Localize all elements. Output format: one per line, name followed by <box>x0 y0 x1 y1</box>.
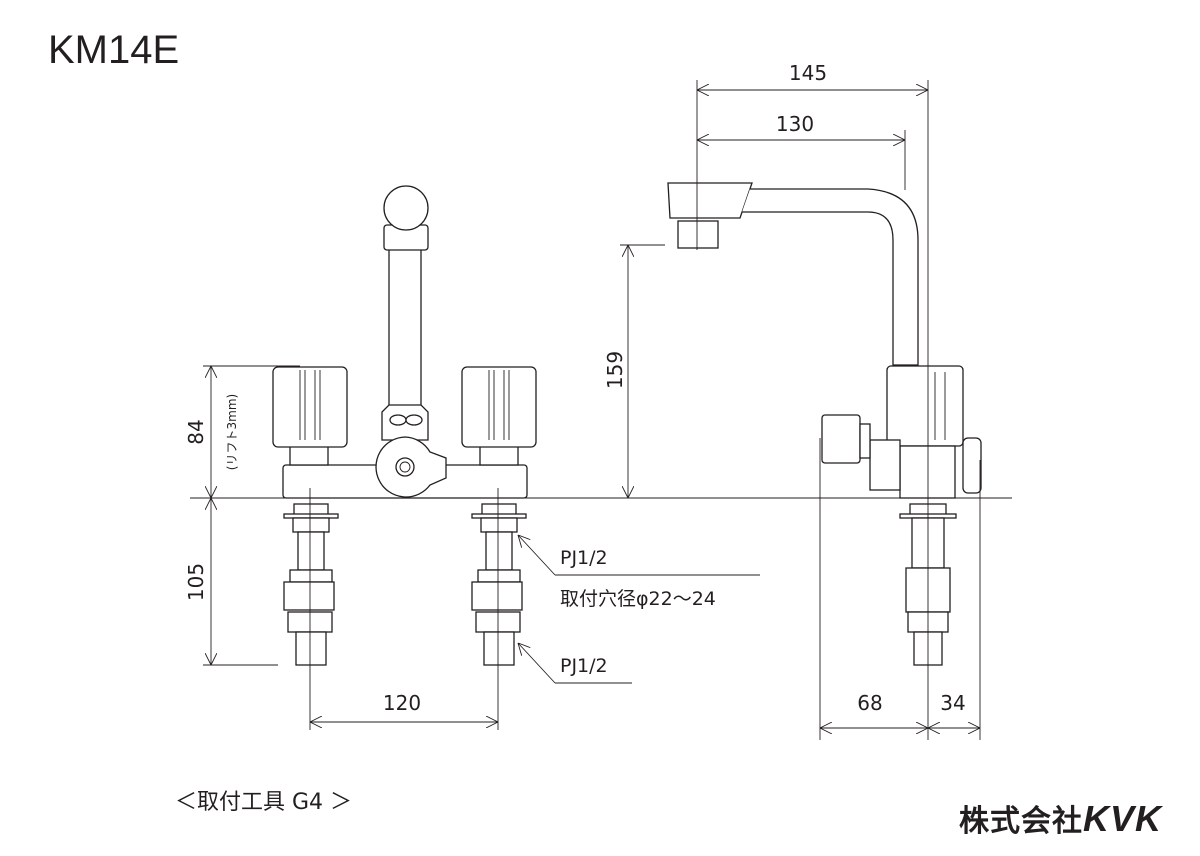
right-supply-pipe <box>471 503 527 666</box>
brand-prefix: 株式会社 <box>958 804 1083 839</box>
brand-name: KVK <box>1082 798 1162 839</box>
left-supply-pipe <box>283 503 339 666</box>
dim-130: 130 <box>776 112 814 136</box>
model-title: KM14E <box>48 28 180 72</box>
dim-145: 145 <box>789 61 827 85</box>
dim-34: 34 <box>940 691 965 715</box>
pj-lower-label: PJ1/2 <box>560 655 608 677</box>
front-view-faucet <box>272 185 537 730</box>
pj-upper-label: PJ1/2 <box>560 547 608 569</box>
lift-note: (リフト3mm) <box>225 394 239 470</box>
mount-hole-label: 取付穴径φ22～24 <box>560 588 716 610</box>
dim-105: 105 <box>184 563 208 601</box>
tool-note: ＜取付工具 G4 ＞ <box>175 790 353 815</box>
dim-159: 159 <box>603 351 627 389</box>
dim-68: 68 <box>857 691 882 715</box>
dim-120: 120 <box>383 691 421 715</box>
dim-84: 84 <box>184 419 208 444</box>
side-view-faucet <box>667 170 982 666</box>
brand-logo: 株式会社KVK <box>959 796 1162 840</box>
dimension-lines <box>203 80 981 740</box>
